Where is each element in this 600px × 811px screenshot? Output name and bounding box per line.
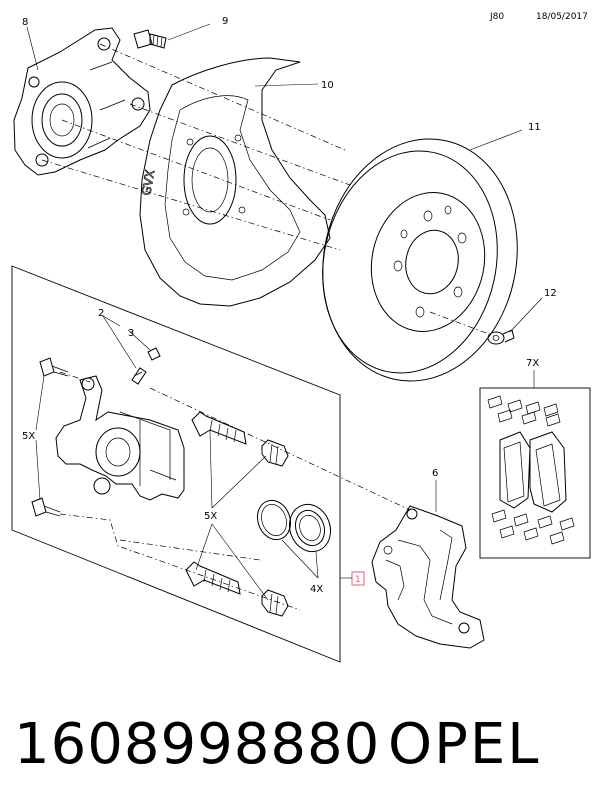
guide-boot-upper: [261, 439, 289, 467]
callout-10: 10: [321, 80, 334, 91]
leader-12: [509, 297, 543, 333]
brake-pad-kit-frame: [479, 387, 591, 559]
dust-shield-part: GVX: [139, 57, 331, 307]
part-number: 1608998880: [14, 712, 381, 777]
diagram-code: J80: [489, 12, 504, 22]
guide-boot-lower: [261, 589, 289, 617]
callout-5x-left: 5X: [22, 431, 35, 442]
hub-bolt-part: [133, 29, 167, 49]
callout-8: 8: [22, 17, 28, 28]
diagram-date: 18/05/2017: [536, 12, 588, 22]
leader-8: [26, 26, 39, 71]
brake-pads: [499, 431, 567, 513]
bleed-cap-part: [147, 347, 161, 361]
footer: 1608998880 OPEL: [0, 712, 600, 792]
guide-pin-lower: [185, 561, 241, 595]
svg-text:GVX: GVX: [139, 169, 157, 197]
brake-pad-clips-lower: [491, 509, 575, 545]
callout-2: 2: [98, 308, 104, 319]
guide-bolt-lower: [31, 497, 61, 517]
brake-disc-part: [322, 138, 518, 382]
guide-pin-upper: [191, 411, 247, 445]
piston-seal-part: [256, 499, 292, 541]
caliper-carrier-part: [371, 505, 485, 649]
brake-pad-clips-upper: [487, 395, 561, 427]
callout-7x: 7X: [526, 358, 539, 369]
leader-10: [254, 83, 319, 87]
callout-6: 6: [432, 468, 438, 479]
caliper-kit-frame: [11, 265, 341, 663]
callout-4x: 4X: [310, 584, 323, 595]
wheel-knuckle-part: [13, 27, 151, 176]
brand-name: OPEL: [388, 712, 541, 777]
leader-9: [167, 23, 211, 41]
guide-bolt-upper: [39, 357, 69, 377]
disc-screw-part: [487, 329, 515, 345]
reference-marker-1: [351, 571, 365, 586]
callout-3: 3: [128, 328, 134, 339]
caliper-body-part: [55, 375, 185, 501]
callout-11: 11: [528, 122, 541, 133]
callout-1: 1: [355, 575, 361, 585]
bleed-screw-part: [131, 367, 147, 385]
piston-dust-boot-part: [288, 503, 332, 553]
callout-9: 9: [222, 16, 228, 27]
callout-12: 12: [544, 288, 557, 299]
leader-11: [469, 129, 523, 151]
callout-5x-center: 5X: [204, 511, 217, 522]
